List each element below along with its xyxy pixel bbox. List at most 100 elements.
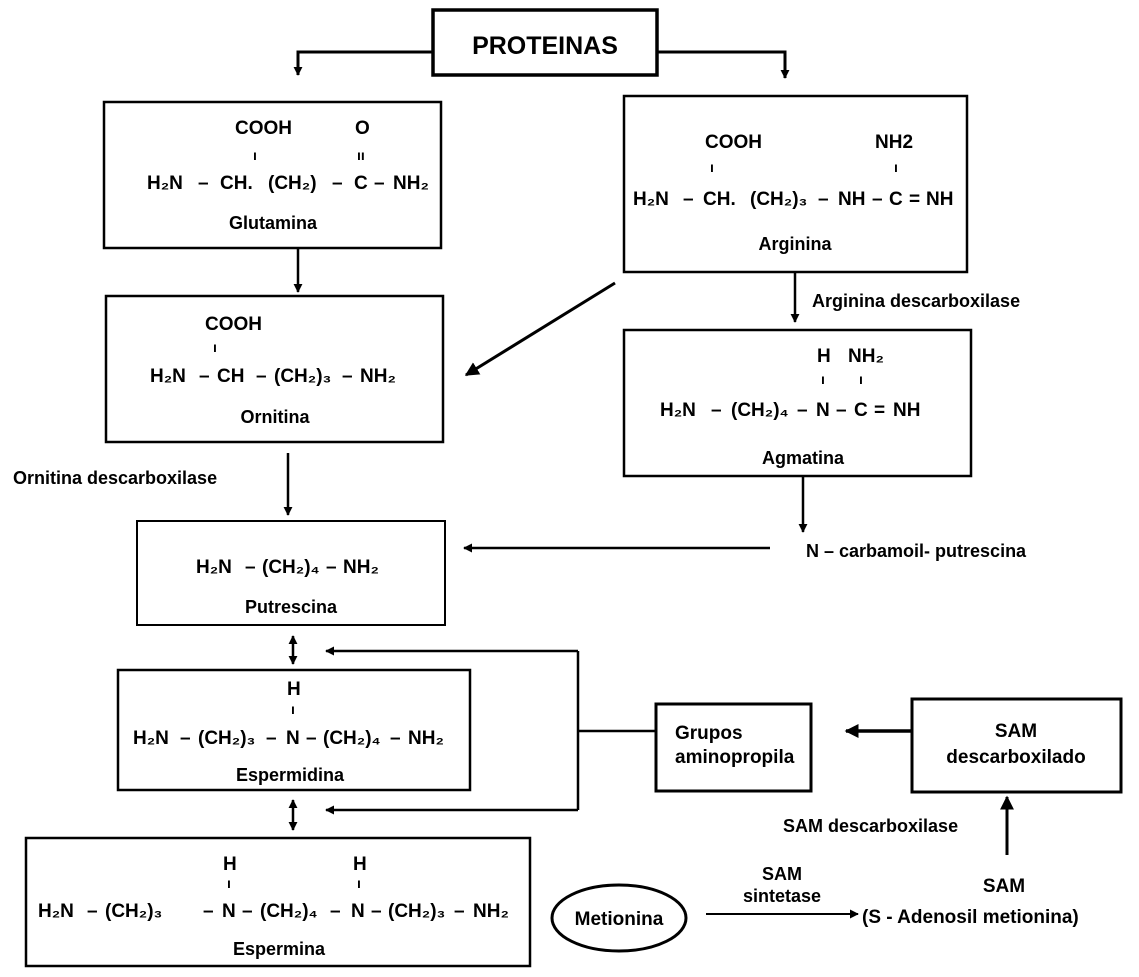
metionina-ellipse [550,883,688,953]
espermina-h2n: H₂N [38,901,74,922]
espermina-ch2-3a: (CH₂)₃ [105,901,162,922]
agmatina-bond-v2: ı [859,371,863,387]
arginina-ch: CH. [703,189,736,210]
putrescina-box [136,520,446,626]
putrescina-formula: H₂N – (CH₂)₄ – NH₂ [196,557,379,578]
ornitina-nh2: NH₂ [360,366,396,387]
glutamina-ch2: (CH₂) [268,173,317,194]
espermina-h2: H [353,854,367,875]
espermina-n1: N [222,901,236,922]
agmatina-ch2-4: (CH₂)₄ [731,400,789,421]
glutamina-ch: CH. [220,173,253,194]
ornitina-ch2-3: (CH₂)₃ [274,366,331,387]
glutamina-nh2: NH₂ [393,173,429,194]
putrescina-nh2: NH₂ [343,557,379,578]
ornitina-box [104,294,445,444]
espermidina-ch2-3: (CH₂)₃ [198,728,255,749]
glutamina-name: Glutamina [229,213,318,233]
agmatina-nh: NH [893,400,920,421]
arginina-dash2: – [818,189,829,210]
espermina-dash1: – [87,901,98,922]
aminopropila-bracket [325,646,656,815]
espermina-ch2-3b: (CH₂)₃ [388,901,445,922]
label-ornitina-descarboxilase: Ornitina descarboxilase [13,468,217,488]
espermidina-dash2: – [266,728,277,749]
agmatina-c: C [854,400,868,421]
glutamina-formula: COOH O ı ıı H₂N – CH. (CH₂) – C – NH₂ [147,118,429,194]
ornitina-dash3: – [342,366,353,387]
arginina-dash3: – [872,189,883,210]
grupos-aminopropila-box [654,702,813,793]
arrow-arginina-ornitina [464,281,616,377]
espermina-dash2: – [203,901,214,922]
espermidina-dash1: – [180,728,191,749]
ornitina-h2n: H₂N [150,366,186,387]
ornitina-name: Ornitina [240,407,310,427]
label-n-carbamoil-putrescina: N – carbamoil- putrescina [806,541,1027,561]
espermidina-ch2-4: (CH₂)₄ [323,728,381,749]
arginina-ch2-3: (CH₂)₃ [750,189,807,210]
espermidina-box [116,668,472,792]
agmatina-nh2-top: NH₂ [848,346,884,367]
espermina-dash6: – [454,901,465,922]
espermina-ch2-4: (CH₂)₄ [260,901,318,922]
glutamina-box [102,100,443,250]
proteinas-box [431,8,659,77]
ornitina-dash1: – [199,366,210,387]
arginina-c: C [889,189,903,210]
agmatina-h2n: H₂N [660,400,696,421]
arginina-nh-end: NH [926,189,953,210]
descarboxilado-label: descarboxilado [946,747,1085,768]
espermina-name: Espermina [233,939,326,959]
arginina-nh2-top: NH2 [875,132,913,153]
metionina-label: Metionina [575,909,664,930]
espermina-dash5: – [371,901,382,922]
espermidina-formula: H ı H₂N – (CH₂)₃ – N – (CH₂)₄ – NH₂ [133,679,444,749]
arginina-cooh: COOH [705,132,762,153]
arginina-name: Arginina [758,234,832,254]
glutamina-bond-dbl: ıı [357,147,365,163]
glutamina-o: O [355,118,370,139]
ornitina-bond-v: ı [213,339,217,355]
label-arginina-descarboxilase: Arginina descarboxilase [812,291,1020,311]
espermina-nh2: NH₂ [473,901,509,922]
arginina-formula: COOH NH2 ı ı H₂N – CH. (CH₂)₃ – NH – C =… [633,132,953,210]
agmatina-dash1: – [711,400,722,421]
agmatina-eq: = [874,400,885,421]
espermina-box [24,836,532,968]
sam-descarboxilado-box [910,697,1123,794]
glutamina-cooh: COOH [235,118,292,139]
espermidina-dash4: – [390,728,401,749]
ornitina-formula: COOH ı H₂N – CH – (CH₂)₃ – NH₂ [150,314,396,387]
arginina-h2n: H₂N [633,189,669,210]
espermina-dash4: – [330,901,341,922]
espermina-bond-v2: ı [357,875,361,891]
agmatina-h: H [817,346,831,367]
label-sam-sintetase-1: SAM [762,864,802,884]
putrescina-ch2-4: (CH₂)₄ [262,557,320,578]
aminopropila-label: aminopropila [675,747,795,768]
putrescina-dash2: – [326,557,337,578]
agmatina-dash3: – [836,400,847,421]
espermina-dash3: – [242,901,253,922]
putrescina-dash1: – [245,557,256,578]
ornitina-ch: CH [217,366,244,387]
espermidina-h2n: H₂N [133,728,169,749]
agmatina-n: N [816,400,830,421]
label-sam-descarboxilase: SAM descarboxilase [783,816,958,836]
arginina-bond-v2: ı [894,159,898,175]
glutamina-bond-v: ı [253,147,257,163]
proteinas-title: PROTEINAS [472,32,618,60]
putrescina-h2n: H₂N [196,557,232,578]
glutamina-c: C [354,173,368,194]
grupos-label: Grupos [675,723,743,744]
label-s-adenosil-metionina: (S - Adenosil metionina) [862,907,1079,928]
glutamina-h2n: H₂N [147,173,183,194]
sam-label: SAM [995,721,1037,742]
glutamina-dash1: – [198,173,209,194]
arginina-eq: = [909,189,920,210]
arginina-nh: NH [838,189,865,210]
espermidina-dash3: – [306,728,317,749]
label-sam-bottom: SAM [983,876,1025,897]
espermidina-h: H [287,679,301,700]
